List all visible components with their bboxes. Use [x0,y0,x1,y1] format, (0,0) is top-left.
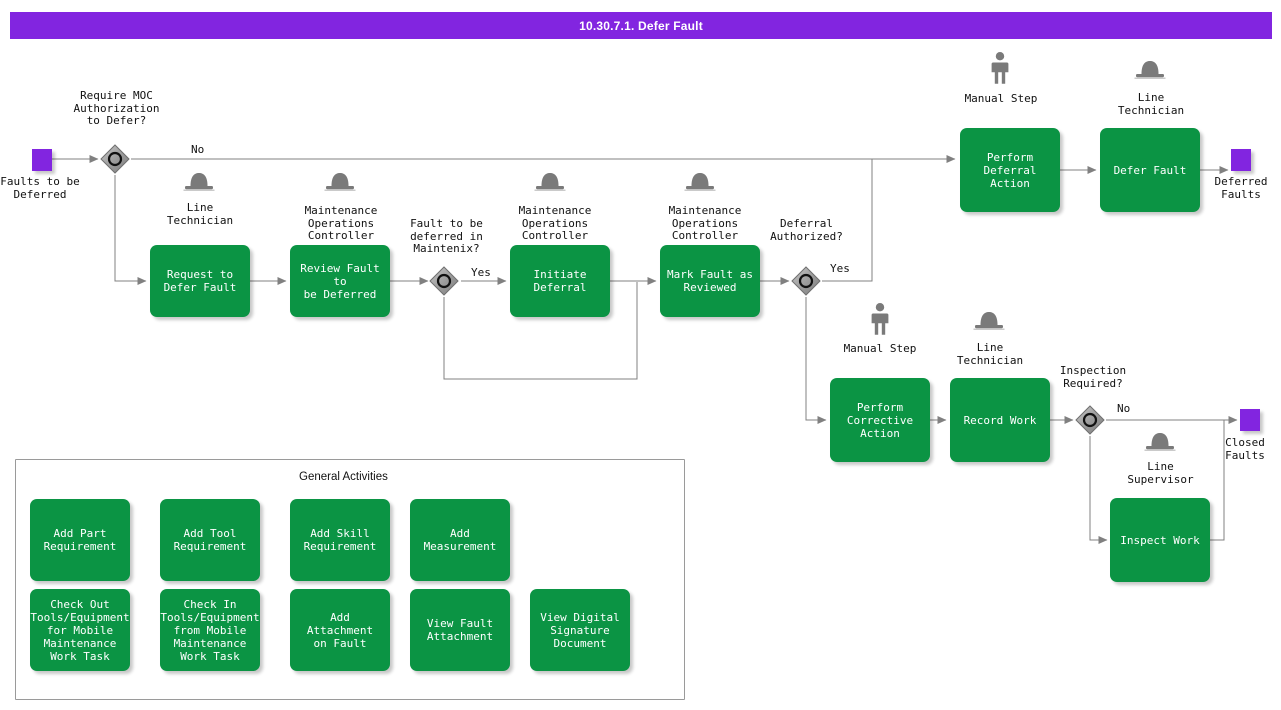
hat-icon [535,173,566,191]
task-inspect-work[interactable]: Inspect Work [1110,498,1210,582]
gw-inspection-required[interactable] [1076,406,1104,434]
activity-add-skill-requirement[interactable]: Add Skill Requirement [290,499,390,581]
activity-view-digital-signature-document[interactable]: View Digital Signature Document [530,589,630,671]
gw-fault-deferred-maintenix[interactable] [430,267,458,295]
task-request-to-defer-fault[interactable]: Request to Defer Fault [150,245,250,317]
task-perform-corrective-action[interactable]: Perform Corrective Action [830,378,930,462]
role-label-maintenance-operations-controller: Maintenance Operations Controller [276,205,406,243]
branch-label-no: No [1117,402,1130,415]
task-review-fault-to-be-deferred[interactable]: Review Fault to be Deferred [290,245,390,317]
gw-require-moc[interactable] [101,145,129,173]
hat-icon [1135,61,1166,79]
gw-deferral-authorized-label: Deferral Authorized? [764,218,849,243]
gw-require-moc-label: Require MOC Authorization to Defer? [65,90,168,128]
end-event-closed-faults[interactable] [1240,409,1260,431]
role-label-manual-step: Manual Step [962,93,1040,106]
gw-fault-deferred-maintenix-label: Fault to be deferred in Maintenix? [410,218,483,256]
person-icon [872,303,889,335]
branch-label-no: No [191,143,204,156]
task-perform-deferral-action[interactable]: Perform Deferral Action [960,128,1060,212]
activity-check-in-tools[interactable]: Check In Tools/Equipment from Mobile Mai… [160,589,260,671]
activity-add-measurement[interactable]: Add Measurement [410,499,510,581]
start-event-faults-to-be-deferred[interactable] [32,149,52,171]
role-label-line-technician: Line Technician [945,342,1035,367]
activity-add-part-requirement[interactable]: Add Part Requirement [30,499,130,581]
activity-add-tool-requirement[interactable]: Add Tool Requirement [160,499,260,581]
task-initiate-deferral[interactable]: Initiate Deferral [510,245,610,317]
hat-icon [974,312,1005,330]
gw-deferral-authorized[interactable] [792,267,820,295]
gw-inspection-required-label: Inspection Required? [1051,365,1135,390]
activity-add-attachment-on-fault[interactable]: Add Attachment on Fault [290,589,390,671]
role-label-line-supervisor: Line Supervisor [1114,461,1207,486]
start-event-label: Faults to be Deferred [0,176,85,201]
end-event-deferred-faults[interactable] [1231,149,1251,171]
role-label-maintenance-operations-controller: Maintenance Operations Controller [637,205,773,243]
branch-label-yes: Yes [830,262,850,275]
hat-icon [184,173,215,191]
general-activities-title: General Activities [299,471,388,483]
activity-view-fault-attachment[interactable]: View Fault Attachment [410,589,510,671]
person-icon [992,52,1009,84]
activity-check-out-tools[interactable]: Check Out Tools/Equipment for Mobile Mai… [30,589,130,671]
hat-icon [1145,433,1176,451]
end-event-deferred-faults-label: Deferred Faults [1196,176,1281,201]
task-mark-fault-as-reviewed[interactable]: Mark Fault as Reviewed [660,245,760,317]
role-label-maintenance-operations-controller: Maintenance Operations Controller [487,205,623,243]
task-record-work[interactable]: Record Work [950,378,1050,462]
branch-label-yes: Yes [471,266,491,279]
hat-icon [325,173,356,191]
role-label-manual-step: Manual Step [840,343,920,356]
role-label-line-technician: Line Technician [155,202,245,227]
role-label-line-technician: Line Technician [1106,92,1196,117]
hat-icon [685,173,716,191]
end-event-closed-faults-label: Closed Faults [1210,437,1280,462]
task-defer-fault[interactable]: Defer Fault [1100,128,1200,212]
